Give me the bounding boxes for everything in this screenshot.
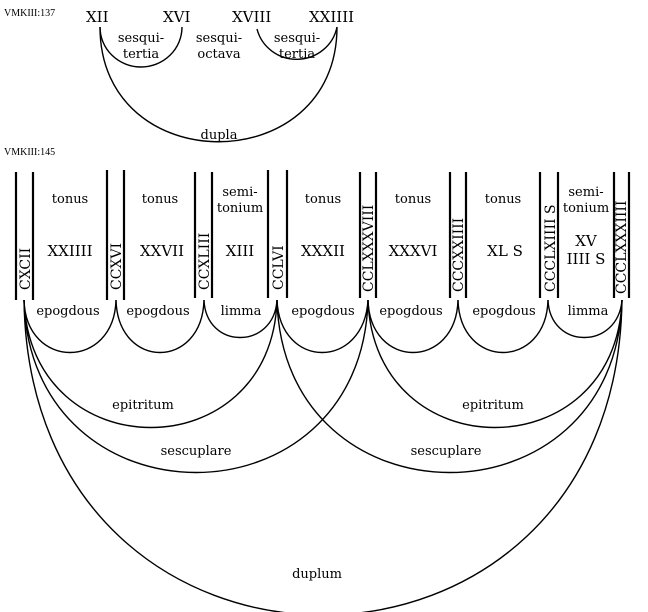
step-7-name-b: tonium [563, 201, 609, 216]
boundary-7: CCCLXIIII S [543, 204, 559, 292]
step-1-value: XXIIII [47, 242, 92, 260]
step-3-value: XIII [226, 242, 255, 260]
interval-label-2b: octava [197, 47, 240, 62]
boundary-5: CCLXXXVIII [361, 205, 377, 292]
interval-label-3b: tertia [279, 47, 316, 62]
boundary-3: CCXLIII [197, 233, 213, 290]
arc-sescuplare-1 [23, 299, 369, 473]
arc-epogdous-3 [276, 299, 369, 353]
arc-duplum [23, 299, 623, 612]
step-2-value: XXVII [140, 242, 184, 260]
ratio-5: epogdous [379, 304, 442, 319]
interval-label-2a: sesqui- [196, 31, 242, 46]
step-4-value: XXXII [301, 242, 345, 260]
ratio-6: epogdous [472, 304, 535, 319]
label-sescuplare-2: sescuplare [411, 444, 482, 459]
arc-epitritum-1 [23, 299, 278, 428]
top-number-1: XII [86, 8, 109, 26]
arc-epogdous-5 [457, 299, 549, 354]
boundary-bars [14, 170, 631, 300]
step-7-value-a: XV [575, 232, 598, 250]
step-3-name-a: semi- [222, 185, 257, 200]
label-epitritum-1: epitritum [112, 398, 174, 413]
ratio-4: epogdous [291, 304, 354, 319]
arc-sescuplare-2 [276, 299, 623, 473]
boundary-8: CCCLXXXIIII [614, 201, 630, 294]
boundary-1: CXCII [18, 248, 34, 290]
boundary-6: CCCXXIIII [451, 218, 467, 292]
arc-sesquitertia-2 [256, 26, 338, 60]
interval-label-1b: tertia [123, 47, 160, 62]
ratio-2: epogdous [126, 304, 189, 319]
arc-sesquitertia-1 [99, 26, 183, 68]
ratio-7: limma [568, 304, 609, 319]
boundary-2: CCXVI [109, 243, 125, 290]
ratio-3: limma [221, 304, 262, 319]
arc-epogdous-4 [367, 299, 459, 354]
step-arcs [23, 299, 623, 354]
step-6-name: tonus [485, 192, 521, 207]
top-number-4: XXIIII [309, 8, 354, 26]
outer-label-dupla: dupla [201, 128, 238, 143]
top-number-3: XVIII [232, 8, 271, 26]
interval-label-1a: sesqui- [118, 31, 164, 46]
arc-epitritum-2 [367, 299, 623, 428]
step-4-name: tonus [305, 192, 341, 207]
label-duplum: duplum [292, 567, 342, 582]
step-7-name-a: semi- [568, 185, 603, 200]
arc-limma-2 [547, 299, 623, 338]
arc-dupla [99, 26, 338, 143]
compound-arcs [23, 299, 623, 612]
arc-limma-1 [203, 299, 278, 338]
ratio-1: epogdous [36, 304, 99, 319]
step-1-name: tonus [52, 192, 88, 207]
reference-top: VMKIII:137 [4, 8, 55, 19]
step-6-value: XL S [487, 242, 523, 260]
top-number-2: XVI [163, 8, 191, 26]
arc-epogdous-2 [115, 299, 205, 353]
step-5-value: XXXVI [389, 242, 438, 260]
step-5-name: tonus [395, 192, 431, 207]
reference-bottom: VMKIII:145 [4, 147, 55, 158]
arc-epogdous-1 [23, 299, 117, 354]
step-7-value-b: IIII S [567, 250, 606, 268]
step-3-name-b: tonium [217, 201, 263, 216]
step-2-name: tonus [142, 192, 178, 207]
label-epitritum-2: epitritum [462, 398, 524, 413]
interval-label-3a: sesqui- [274, 31, 320, 46]
label-sescuplare-1: sescuplare [161, 444, 232, 459]
boundary-4: CCLVI [271, 245, 287, 290]
